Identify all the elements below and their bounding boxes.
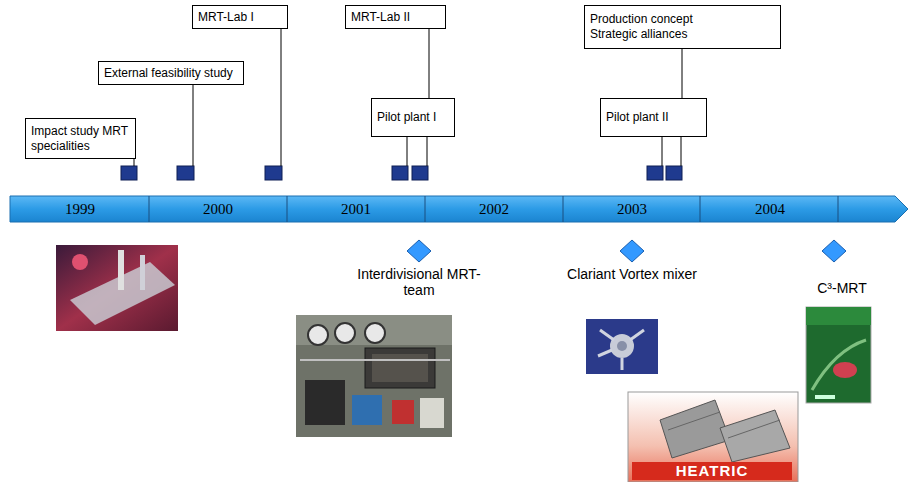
milestone-box: Impact study MRT specialities [25, 118, 136, 159]
leader-line [193, 85, 194, 166]
photo-lab [56, 245, 178, 331]
photo-pilot-plant [296, 315, 452, 437]
brand-logo: HEATRIC [632, 462, 792, 480]
milestone-box: Pilot plant II [600, 98, 707, 137]
year-label: 2002 [464, 200, 524, 218]
diamond-shape [406, 239, 432, 263]
event-diamond: C³-MRT [764, 239, 904, 296]
year-dividers [149, 196, 838, 222]
diamond-shape [619, 239, 645, 263]
event-diamond: Clariant Vortex mixer [562, 239, 702, 282]
leader-line [281, 29, 282, 166]
milestone-text: Production concept Strategic alliances [590, 12, 720, 42]
year-label: 2003 [602, 200, 662, 218]
photo-heatric [628, 392, 798, 482]
milestone-text: External feasibility study [104, 66, 233, 81]
year-label: 2004 [740, 200, 800, 218]
milestone-box: Production concept Strategic alliances [584, 5, 781, 49]
leader-line [429, 29, 430, 98]
milestone-text: Pilot plant II [606, 110, 669, 125]
event-text: Interdivisional MRT-team [349, 266, 489, 298]
milestone-text: MRT-Lab II [351, 10, 410, 25]
year-label: 2001 [326, 200, 386, 218]
milestone-box: MRT-Lab II [345, 5, 446, 29]
milestone-box: External feasibility study [98, 61, 244, 85]
leader-line [681, 137, 682, 166]
milestone-text: Impact study MRT specialities [31, 124, 130, 154]
event-diamond: Interdivisional MRT-team [349, 239, 489, 298]
milestone-markers [121, 166, 682, 180]
milestone-text: MRT-Lab I [198, 10, 254, 25]
year-label: 1999 [50, 200, 110, 218]
milestone-text: Pilot plant I [377, 110, 436, 125]
leader-line [662, 137, 663, 166]
timeline-bar [10, 196, 908, 222]
leader-line [427, 137, 428, 166]
event-text: C³-MRT [772, 280, 909, 296]
diamond-shape [821, 239, 847, 263]
photo-vortex-mixer [586, 319, 658, 374]
milestone-box: MRT-Lab I [192, 5, 288, 29]
leader-line [682, 49, 683, 98]
photo-brochure [806, 307, 871, 403]
milestone-box: Pilot plant I [371, 98, 455, 137]
leader-line [407, 137, 408, 166]
leader-line [134, 159, 135, 166]
event-text: Clariant Vortex mixer [562, 266, 702, 282]
year-label: 2000 [188, 200, 248, 218]
